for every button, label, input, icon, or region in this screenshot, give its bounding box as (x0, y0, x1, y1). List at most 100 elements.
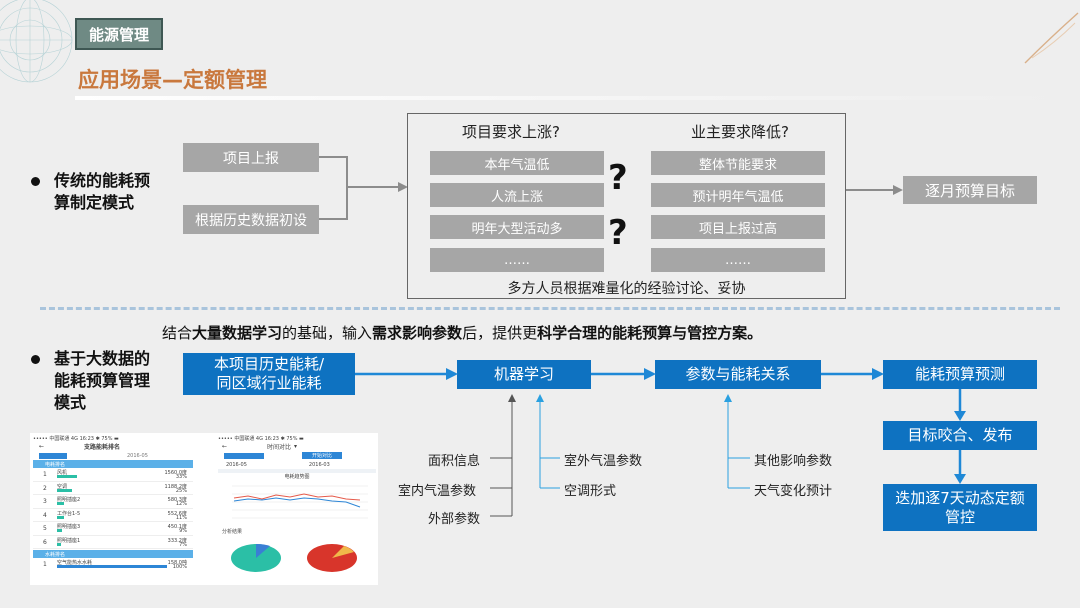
param-outdoor-temp: 室外气温参数 (564, 454, 643, 469)
rank-value: 1560.0度 (164, 470, 188, 476)
rank-pct: 11% (175, 514, 187, 521)
rank-name: 空气能热水水耗 (57, 560, 93, 566)
phone-title: 时间对比 (267, 444, 292, 451)
bullet-dot (31, 177, 40, 186)
rank-bar (57, 565, 167, 568)
lower-item: 预计明年气温低 (651, 183, 825, 207)
group-electric: 电耗排名 (33, 460, 193, 468)
box-iterate-control: 迭加逐7天动态定额 管控 (883, 484, 1037, 531)
box-history-line2: 同区域行业能耗 (216, 374, 322, 392)
intro-bold: 科学合理的能耗预算与管控方案。 (537, 324, 763, 342)
date-b[interactable]: 2016-03 (308, 461, 330, 468)
param-external: 外部参数 (428, 512, 481, 527)
rank-pct: 25% (175, 487, 187, 494)
rank-number: 1 (43, 471, 47, 478)
box-history-energy: 本项目历史能耗/ 同区域行业能耗 (183, 353, 355, 395)
start-compare-button[interactable]: 开始对比 (302, 452, 342, 459)
rank-bar (57, 529, 62, 532)
traditional-heading: 传统的能耗预 算制定模式 (54, 170, 150, 214)
raise-item: 明年大型活动多 (430, 215, 604, 239)
spacer (218, 469, 376, 473)
param-weather: 天气变化预计 (754, 484, 833, 499)
rank-bar (57, 515, 64, 519)
box-machine-learning: 机器学习 (457, 360, 591, 389)
lower-title: 业主要求降低? (691, 123, 789, 141)
rank-number: 3 (43, 498, 47, 505)
rank-number: 4 (43, 511, 47, 519)
back-arrow-icon[interactable]: ← (222, 443, 228, 450)
rank-value: 552.6度 (167, 510, 187, 517)
chevron-down-icon[interactable]: ▾ (294, 443, 298, 450)
box-iterate-line2: 管控 (944, 507, 975, 526)
input-history-data: 根据历史数据初设 (183, 205, 319, 234)
param-indoor-temp: 室内气温参数 (398, 484, 477, 499)
box-iterate-line1: 迭加逐7天动态定额 (895, 488, 1025, 507)
lower-item: 整体节能要求 (651, 151, 825, 175)
water-row: 1 空气能热水水耗 158.0吨 100% (33, 558, 193, 570)
period-tabs[interactable] (39, 452, 67, 459)
bigdata-intro: 结合大量数据学习的基础，输入需求影响参数后，提供更科学合理的能耗预算与管控方案。 (162, 322, 762, 343)
group-water: 水耗排名 (33, 550, 193, 558)
intro-bold: 大量数据学习 (192, 324, 283, 342)
rank-name: 工作台1-5 (57, 510, 81, 517)
rank-pct: 9% (179, 528, 187, 534)
chart-title: 电耗趋势图 (284, 474, 310, 480)
series-line-b (233, 497, 361, 508)
back-arrow-icon[interactable]: ← (39, 443, 45, 450)
rank-value: 580.3度 (167, 497, 187, 503)
box-param-relation: 参数与能耗关系 (655, 360, 821, 389)
trend-line-chart (232, 485, 368, 519)
raise-item: 本年气温低 (430, 151, 604, 175)
raise-item: …… (430, 248, 604, 272)
rank-number: 2 (43, 484, 47, 492)
section-tag: 能源管理 (75, 18, 163, 50)
phone-toolbar: 2016-05 (33, 451, 193, 460)
phone-toolbar: 开始对比 (218, 451, 376, 460)
box-target-publish: 目标咬合、发布 (883, 421, 1037, 450)
rank-pct: 12% (175, 501, 187, 507)
title-underline (75, 96, 1080, 100)
series-line-a (233, 493, 361, 501)
traditional-heading-line2: 算制定模式 (54, 193, 135, 212)
bigdata-heading-line2: 能耗预算管理 (54, 371, 151, 390)
pie-red-slice (332, 546, 354, 558)
input-project-report: 项目上报 (183, 143, 319, 172)
question-mark-icon: ? (608, 158, 628, 198)
bigdata-heading: 基于大数据的 能耗预算管理 模式 (54, 348, 150, 414)
param-area: 面积信息 (428, 454, 481, 469)
page-title: 应用场景—定额管理 (78, 68, 267, 92)
phone-header: ← 支路能耗排名 (33, 442, 193, 451)
box-forecast: 能耗预算预测 (883, 360, 1037, 389)
box-history-line1: 本项目历史能耗/ (213, 355, 325, 373)
param-other: 其他影响参数 (754, 454, 833, 469)
intro-text: 的基础，输入 (282, 324, 373, 342)
period-tabs[interactable] (224, 452, 264, 459)
bigdata-heading-line3: 模式 (54, 393, 87, 412)
lower-item: …… (651, 248, 825, 272)
phone-date[interactable]: 2016-05 (127, 452, 148, 459)
intro-text: 后，提供更 (462, 324, 538, 342)
pie-teal-slice (256, 543, 270, 558)
section-divider (40, 307, 1060, 310)
rank-name: 风机 (57, 470, 68, 476)
rank-bar (57, 475, 77, 478)
rank-value: 158.0吨 (167, 560, 187, 566)
rank-pct: 7% (179, 541, 187, 548)
rank-name: 空调 (57, 483, 68, 490)
date-a[interactable]: 2016-05 (226, 461, 247, 468)
raise-title: 项目要求上涨? (462, 123, 560, 141)
rank-value: 1188.2度 (164, 483, 188, 490)
discussion-frame (407, 113, 846, 299)
rank-name: 照明插座3 (57, 524, 81, 530)
rank-bar (57, 542, 61, 546)
rank-bar (57, 502, 64, 505)
